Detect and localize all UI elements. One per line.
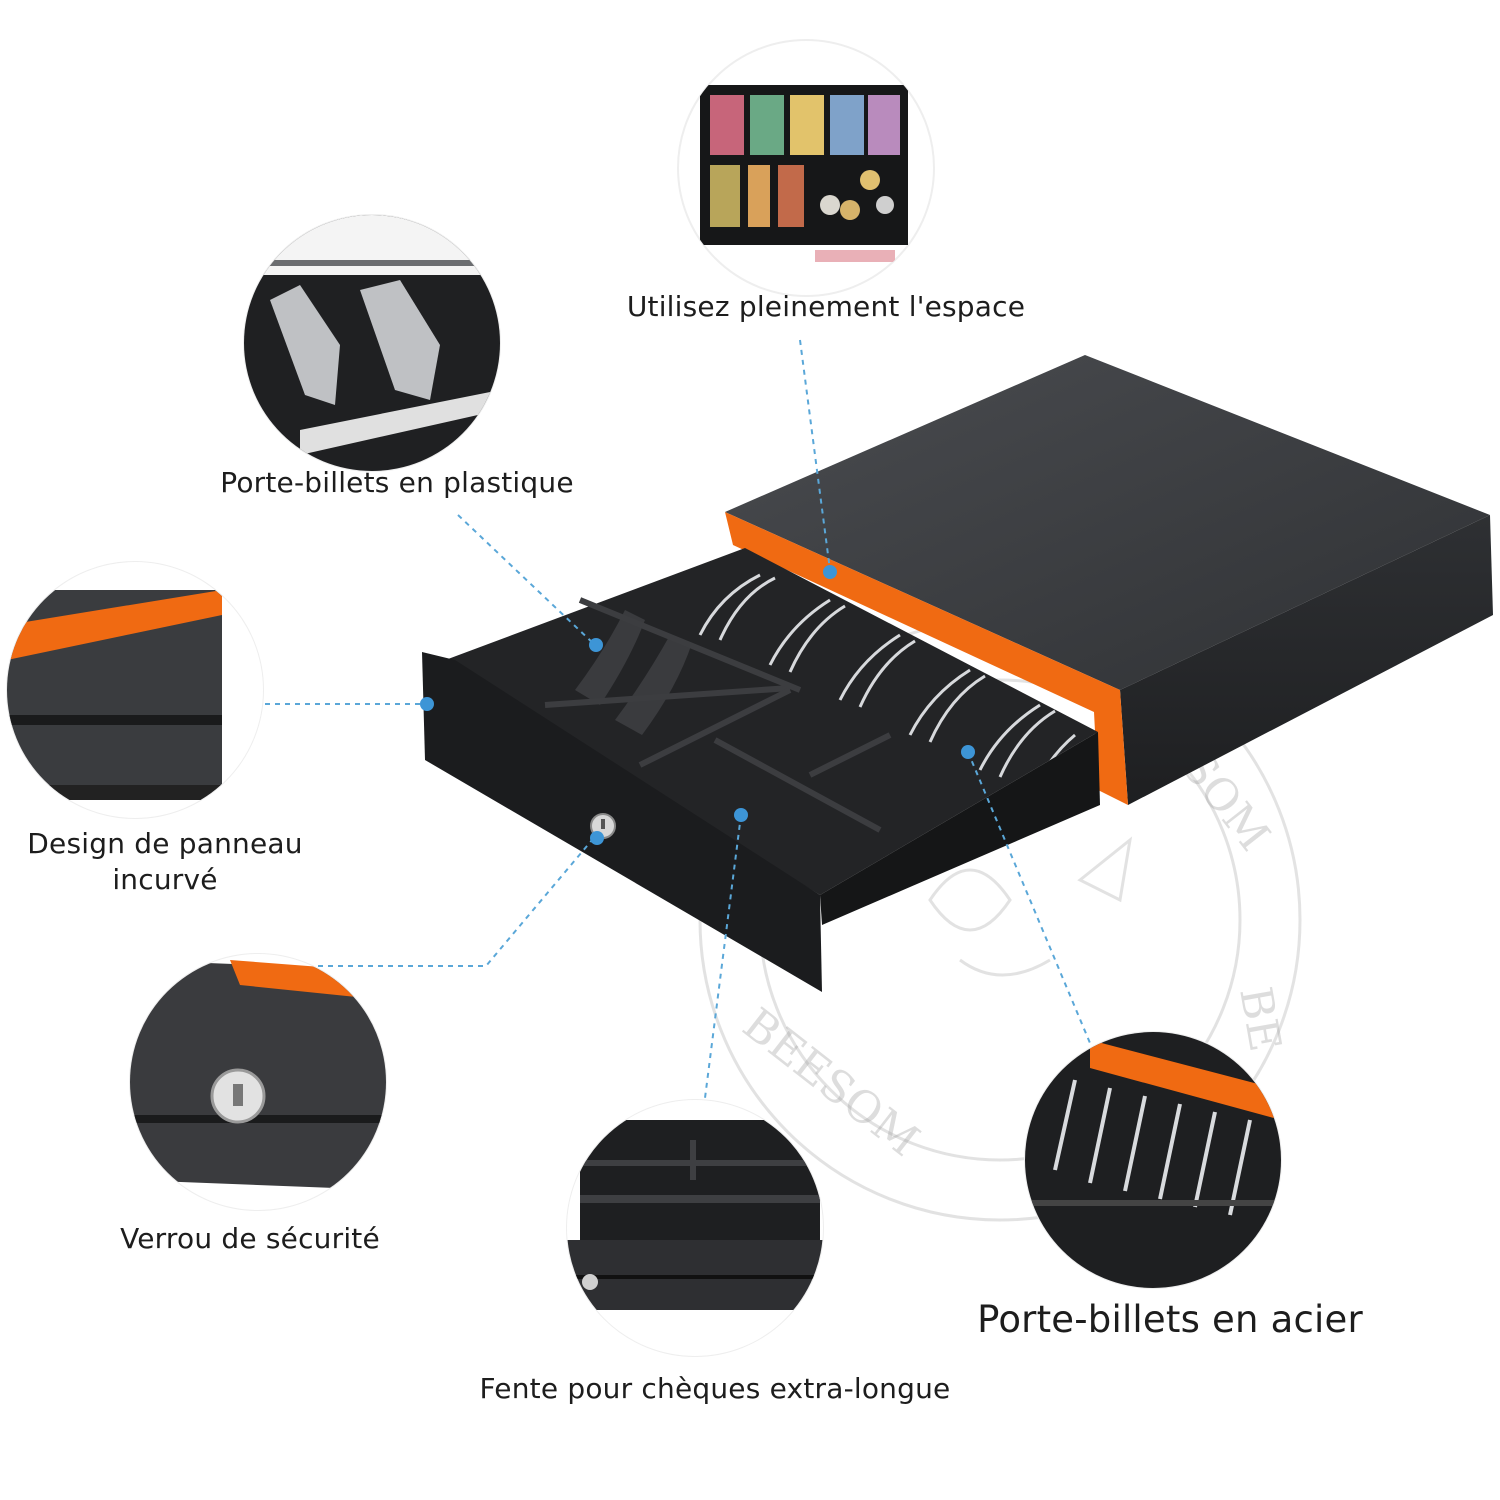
callout-line-plastic: [457, 514, 596, 646]
dot-marker-icon: [420, 697, 434, 711]
label-full-space: Utilisez pleinement l'espace: [626, 290, 1026, 323]
detail-circle-plastic: [243, 214, 501, 472]
dot-marker-icon: [823, 565, 837, 579]
callout-line-top: [799, 339, 831, 571]
callout-line-slot: [704, 814, 742, 1099]
dot-marker-icon: [734, 808, 748, 822]
drawer-tray-floor: [440, 548, 1098, 895]
label-plastic-holder: Porte-billets en plastique: [220, 466, 574, 499]
label-security-lock: Verrou de sécurité: [120, 1222, 380, 1255]
watermark-text-side: BE: [1229, 983, 1290, 1055]
dot-marker-icon: [590, 831, 604, 845]
label-curved-panel: Design de panneau incurvé: [10, 826, 320, 898]
dot-marker-icon: [961, 745, 975, 759]
drawer-front-panel: [422, 652, 822, 992]
callout-dots: [420, 565, 975, 845]
compartment-dividers: [544, 597, 892, 833]
drawer-right-wall: [820, 732, 1100, 925]
drawer-housing-top: [725, 355, 1490, 690]
lock-keyhole: [601, 819, 605, 829]
label-check-slot: Fente pour chèques extra-longue: [479, 1372, 951, 1405]
plastic-bill-holders: [575, 610, 692, 735]
drawer-orange-band: [725, 512, 1128, 805]
callout-lines: [265, 339, 1096, 1099]
detail-circle-slot: [566, 1099, 824, 1357]
detail-circle-steel: [1024, 1031, 1282, 1289]
callout-line-lock: [318, 839, 593, 967]
label-steel-holder: Porte-billets en acier: [977, 1298, 1363, 1341]
drawer-housing-side: [1120, 515, 1493, 805]
label-curved-panel-line1: Design de panneau: [27, 827, 303, 860]
label-curved-panel-line2: incurvé: [112, 863, 218, 896]
callout-line-steel: [967, 751, 1096, 1056]
dot-marker-icon: [589, 638, 603, 652]
detail-circle-lock: [129, 953, 387, 1211]
detail-circle-panel: [6, 561, 264, 819]
cash-drawer: [422, 355, 1493, 992]
detail-circle-space: [677, 39, 935, 297]
